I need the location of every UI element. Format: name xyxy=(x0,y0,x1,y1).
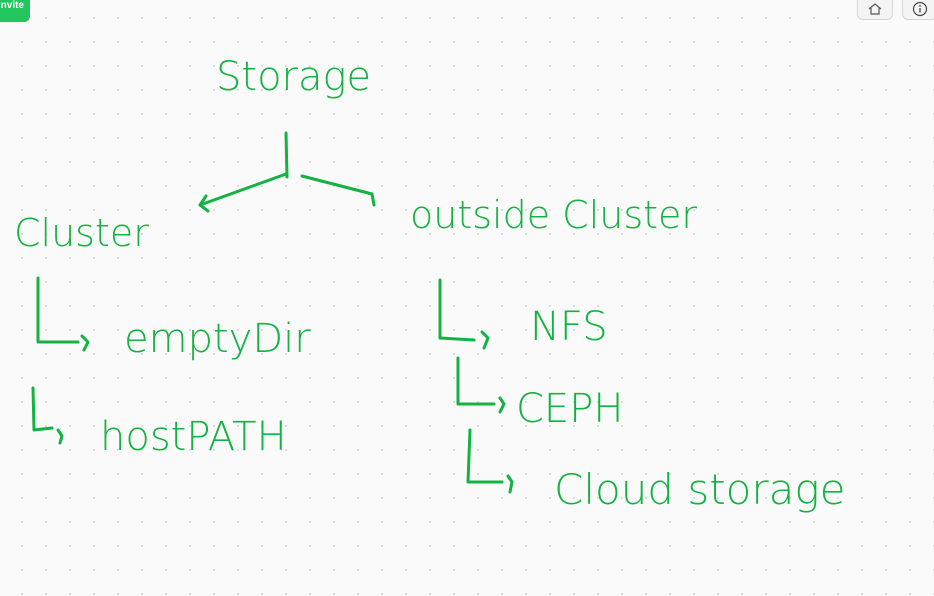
item-cloud-storage: Cloud storage xyxy=(554,465,845,514)
node-storage: Storage xyxy=(216,54,371,100)
item-emptydir: emptyDir xyxy=(124,316,311,362)
node-cluster: Cluster xyxy=(14,211,149,255)
info-button[interactable] xyxy=(902,0,934,20)
root-stem xyxy=(284,131,289,179)
hook-cloud xyxy=(466,428,514,494)
home-icon xyxy=(868,3,882,15)
invite-button[interactable]: nvite xyxy=(0,0,30,22)
item-hostpath: hostPATH xyxy=(100,414,287,460)
hook-hostpath xyxy=(31,386,64,445)
home-button[interactable] xyxy=(857,0,893,20)
item-ceph: CEPH xyxy=(516,386,623,432)
right-arrow xyxy=(300,174,376,207)
hook-nfs xyxy=(438,278,490,350)
hook-ceph xyxy=(456,356,506,414)
hook-emptydir xyxy=(36,276,90,352)
node-outside-cluster: outside Cluster xyxy=(410,193,697,237)
info-icon xyxy=(912,1,928,17)
left-arrow xyxy=(198,172,288,213)
item-nfs: NFS xyxy=(530,304,608,350)
